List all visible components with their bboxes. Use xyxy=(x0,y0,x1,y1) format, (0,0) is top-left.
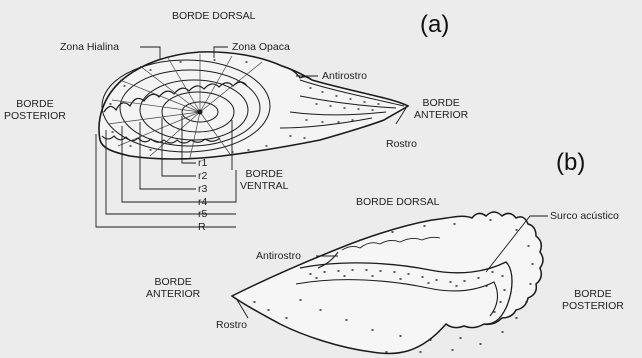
otolith-b xyxy=(232,212,543,354)
label-hyaline-zone: Zona Hialina xyxy=(60,41,119,53)
label-antirostrum-b: Antirostro xyxy=(256,250,301,262)
label-dorsal-b: BORDE DORSAL xyxy=(356,196,439,208)
leader-hyaline xyxy=(140,47,160,60)
panel-a-tag: (a) xyxy=(420,12,449,38)
label-rostrum-a: Rostro xyxy=(386,138,417,150)
label-rostrum-b: Rostro xyxy=(216,319,247,331)
label-posterior-a: BORDE POSTERIOR xyxy=(4,98,66,122)
label-ventral-a: BORDE VENTRAL xyxy=(240,168,288,192)
label-acoustic-sulcus: Surco acústico xyxy=(550,210,619,222)
otolith-a xyxy=(99,52,408,159)
otolith-b-outline xyxy=(232,212,543,354)
panel-b-tag: (b) xyxy=(556,150,585,176)
nucleus-a xyxy=(198,110,203,115)
label-opaque-zone: Zona Opaca xyxy=(232,41,290,53)
label-posterior-b: BORDE POSTERIOR xyxy=(562,288,624,312)
label-ring-r5: r5 xyxy=(198,208,207,220)
label-anterior-a: BORDE ANTERIOR xyxy=(414,97,468,121)
label-antirostrum-a: Antirostro xyxy=(322,70,367,82)
label-ring-r1: r1 xyxy=(198,157,207,169)
label-ring-r4: r4 xyxy=(198,196,207,208)
label-anterior-b: BORDE ANTERIOR xyxy=(146,276,200,300)
label-dorsal-a: BORDE DORSAL xyxy=(172,10,255,22)
label-ring-R: R xyxy=(198,221,206,233)
label-ring-r2: r2 xyxy=(198,170,207,182)
label-ring-r3: r3 xyxy=(198,183,207,195)
